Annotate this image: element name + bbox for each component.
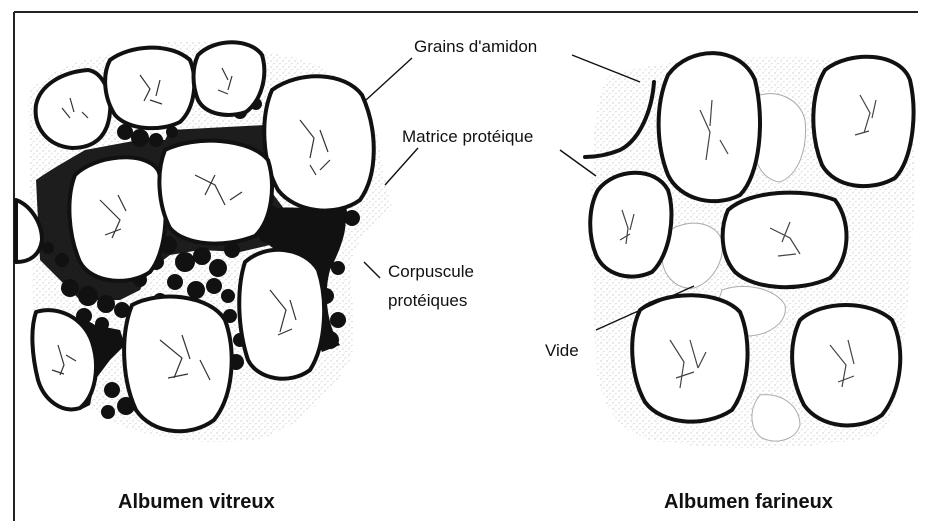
label-vide: Vide xyxy=(545,341,579,360)
caption-albumen-farineux: Albumen farineux xyxy=(664,491,833,513)
grain-r5 xyxy=(632,295,747,421)
grain-r1 xyxy=(659,53,760,201)
grain-l7 xyxy=(239,250,324,379)
albumen-vitreux-panel xyxy=(16,42,392,442)
grain-r4 xyxy=(723,193,847,288)
grain-l5 xyxy=(69,157,165,281)
label-corpuscule-line1: Corpuscule xyxy=(388,262,474,281)
leader-corpuscule xyxy=(364,262,380,278)
leader-matrice-right xyxy=(560,150,596,176)
grain-r2 xyxy=(813,57,913,186)
grain-l3 xyxy=(194,42,265,115)
label-grains-amidon: Grains d'amidon xyxy=(414,37,537,56)
caption-albumen-vitreux: Albumen vitreux xyxy=(118,491,275,513)
grain-l8 xyxy=(124,297,232,432)
leader-grains-right xyxy=(572,55,640,82)
leader-matrice-left xyxy=(385,148,418,185)
label-matrice-proteique: Matrice protéique xyxy=(402,127,533,146)
label-corpuscule-line2: protéiques xyxy=(388,291,467,310)
albumen-farineux-panel xyxy=(585,53,914,448)
grain-l6 xyxy=(159,141,272,244)
grain-l4 xyxy=(264,76,373,210)
leader-grains-left xyxy=(366,58,412,100)
